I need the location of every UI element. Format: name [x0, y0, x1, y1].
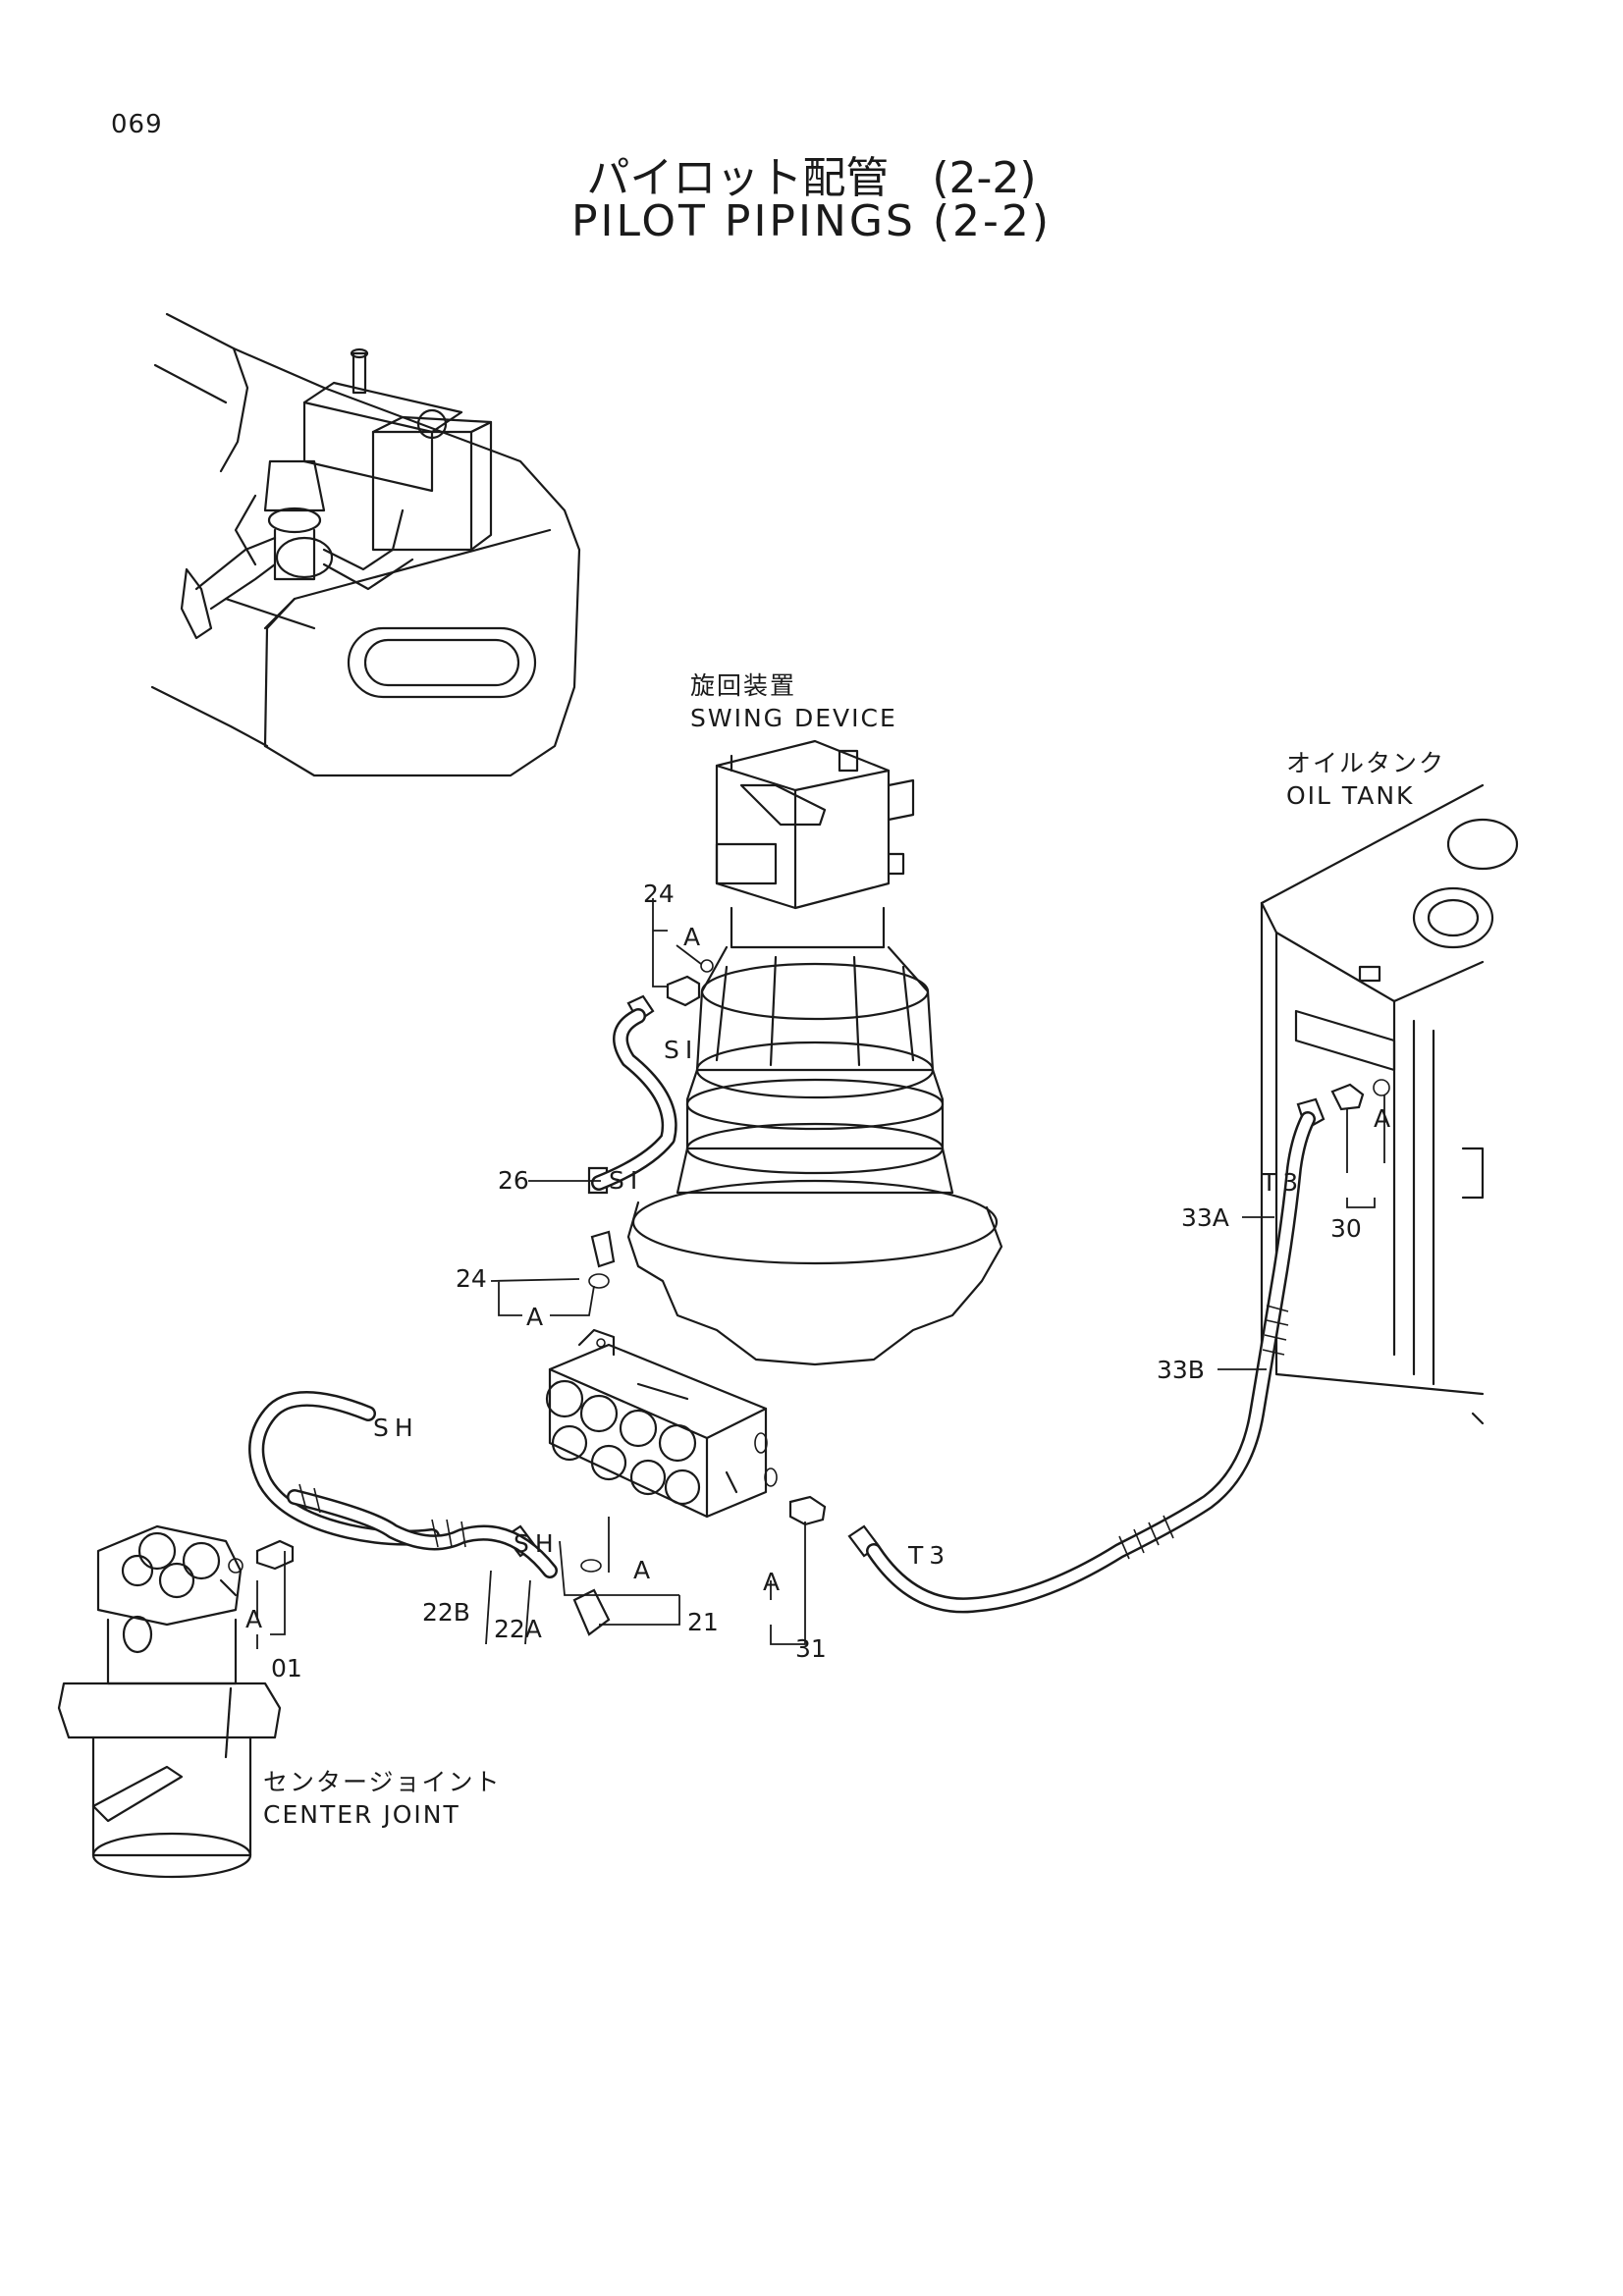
- swing-device-illustration: [626, 739, 1003, 1366]
- callout-part-24-mid: 24: [456, 1264, 487, 1293]
- hose-marker-sh-1: SH: [373, 1414, 419, 1442]
- callout-part-26: 26: [498, 1166, 529, 1195]
- hose-marker-t3-1: T3: [1262, 1168, 1305, 1197]
- callout-part-22B: 22B: [422, 1598, 470, 1627]
- callout-part-30: 30: [1330, 1214, 1362, 1243]
- hose-marker-si-2: SI: [609, 1166, 644, 1195]
- callout-part-31: 31: [795, 1634, 827, 1663]
- swing-device-label: 旋回装置 SWING DEVICE: [690, 670, 897, 734]
- callout-leader-lines: [256, 898, 1385, 1649]
- callout-part-01: 01: [271, 1654, 302, 1682]
- center-joint-label-ja: センタージョイント: [263, 1768, 502, 1796]
- page-title-english: PILOT PIPINGS (2-2): [570, 196, 1053, 246]
- callout-part-21: 21: [687, 1608, 719, 1636]
- oil-tank-label: オイルタンク OIL TANK: [1286, 748, 1445, 812]
- hose-marker-sh-2: SH: [514, 1529, 560, 1558]
- swing-device-label-ja: 旋回装置: [690, 671, 797, 700]
- pilot-valve-block-illustration: [545, 1328, 778, 1519]
- center-joint-label-en: CENTER JOINT: [263, 1799, 460, 1829]
- marker-a-2: A: [526, 1303, 544, 1331]
- callout-part-33A: 33A: [1181, 1203, 1229, 1232]
- center-joint-label: センタージョイント CENTER JOINT: [263, 1767, 502, 1831]
- callout-part-33B: 33B: [1157, 1356, 1205, 1384]
- callout-part-22A: 22A: [494, 1615, 542, 1643]
- page-number: 069: [111, 110, 163, 139]
- marker-a-4: A: [245, 1605, 263, 1633]
- hose-marker-t3-2: T3: [908, 1541, 951, 1570]
- machine-overview-illustration: [150, 312, 581, 777]
- swing-device-label-en: SWING DEVICE: [690, 703, 897, 732]
- hose-marker-si-1: SI: [664, 1036, 699, 1064]
- center-joint-illustration: [57, 1524, 282, 1879]
- page-title-japanese: パイロット配管 (2-2): [586, 153, 1037, 203]
- oil-tank-label-en: OIL TANK: [1286, 780, 1415, 810]
- marker-a-3: A: [633, 1556, 651, 1584]
- oil-tank-label-ja: オイルタンク: [1286, 749, 1446, 777]
- marker-a-1: A: [683, 923, 701, 951]
- marker-a-5: A: [763, 1568, 781, 1596]
- marker-a-6: A: [1374, 1104, 1391, 1133]
- pilot-hoses: [248, 1008, 1316, 1614]
- callout-part-24-top: 24: [643, 880, 675, 908]
- oil-tank-illustration: [1260, 783, 1519, 1425]
